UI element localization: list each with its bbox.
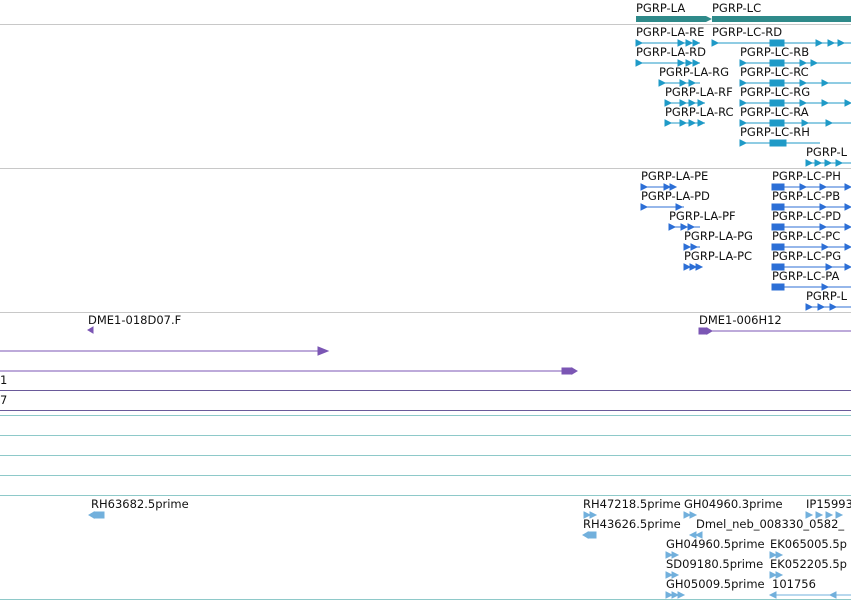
clone-glyphs [0, 326, 851, 375]
cds-label[interactable]: PGRP-LC-PH [772, 169, 841, 183]
transcript-label[interactable]: PGRP-LA-RG [659, 65, 730, 79]
est-label[interactable]: RH47218.5prime [583, 497, 681, 511]
cds-glyphs [640, 183, 851, 311]
est-glyphs [88, 511, 851, 599]
est-label[interactable]: GH05009.5prime [666, 577, 765, 591]
transcript-label[interactable]: PGRP-LA-RC [665, 106, 734, 119]
est-label[interactable]: 101756 [772, 577, 816, 591]
est-label[interactable]: GH04960.5prime [666, 537, 765, 551]
clone-label[interactable]: 7 [0, 393, 8, 407]
cds-label[interactable]: PGRP-LC-PC [772, 229, 841, 243]
cds-label[interactable]: PGRP-LA-PF [669, 209, 736, 223]
transcript-label[interactable]: PGRP-LC-RD [712, 25, 783, 39]
transcript-label[interactable]: PGRP-L [806, 145, 848, 159]
est-label[interactable]: EK052205.5p [770, 557, 847, 571]
transcript-label[interactable]: PGRP-LC-RG [740, 85, 811, 99]
cds-label[interactable]: PGRP-LC-PD [772, 209, 842, 223]
gene-label-pgrp-lc[interactable]: PGRP-LC [712, 1, 762, 15]
cds-label[interactable]: PGRP-LC-PB [772, 189, 841, 203]
transcript-label[interactable]: PGRP-LA-RD [636, 45, 706, 59]
gene-bar-pgrp-lc [712, 16, 851, 22]
cds-label[interactable]: PGRP-LC-PG [772, 249, 842, 263]
transcript-label[interactable]: PGRP-LC-RH [740, 125, 810, 139]
gene-label-pgrp-la[interactable]: PGRP-LA [636, 1, 686, 15]
est-label[interactable]: RH43626.5prime [583, 517, 681, 531]
cds-label[interactable]: PGRP-LC-PA [772, 269, 840, 283]
transcript-label[interactable]: PGRP-LA-RF [665, 86, 733, 99]
cds-label[interactable]: PGRP-LA-PE [641, 169, 709, 183]
transcript-label[interactable]: PGRP-LC-RB [740, 45, 810, 59]
cds-label[interactable]: PGRP-LA-PD [641, 189, 710, 203]
gene-arrow [706, 16, 712, 22]
transcript-glyphs [635, 39, 851, 167]
cds-label[interactable]: PGRP-L [806, 289, 848, 303]
clone-label[interactable]: DME1-018D07.F [88, 313, 182, 327]
cds-label[interactable]: PGRP-LA-PC [684, 249, 753, 263]
transcript-label[interactable]: PGRP-LC-RC [740, 65, 809, 79]
est-label[interactable]: GH04960.3prime [684, 497, 783, 511]
clone-label[interactable]: DME1-006H12 [699, 313, 782, 327]
transcript-label[interactable]: PGRP-LC-RA [740, 105, 809, 119]
est-label[interactable]: SD09180.5prime [666, 557, 764, 571]
est-label[interactable]: RH63682.5prime [91, 497, 189, 511]
gene-bar-pgrp-la [636, 16, 706, 22]
clone-label[interactable]: 1 [0, 373, 8, 387]
cds-label[interactable]: PGRP-LA-PG [684, 229, 753, 243]
est-label[interactable]: Dmel_neb_008330_0582_ [696, 517, 845, 531]
est-label[interactable]: IP15993 [806, 497, 851, 511]
transcript-label[interactable]: PGRP-LA-RE [636, 25, 705, 39]
est-label[interactable]: EK065005.5p [770, 537, 847, 551]
